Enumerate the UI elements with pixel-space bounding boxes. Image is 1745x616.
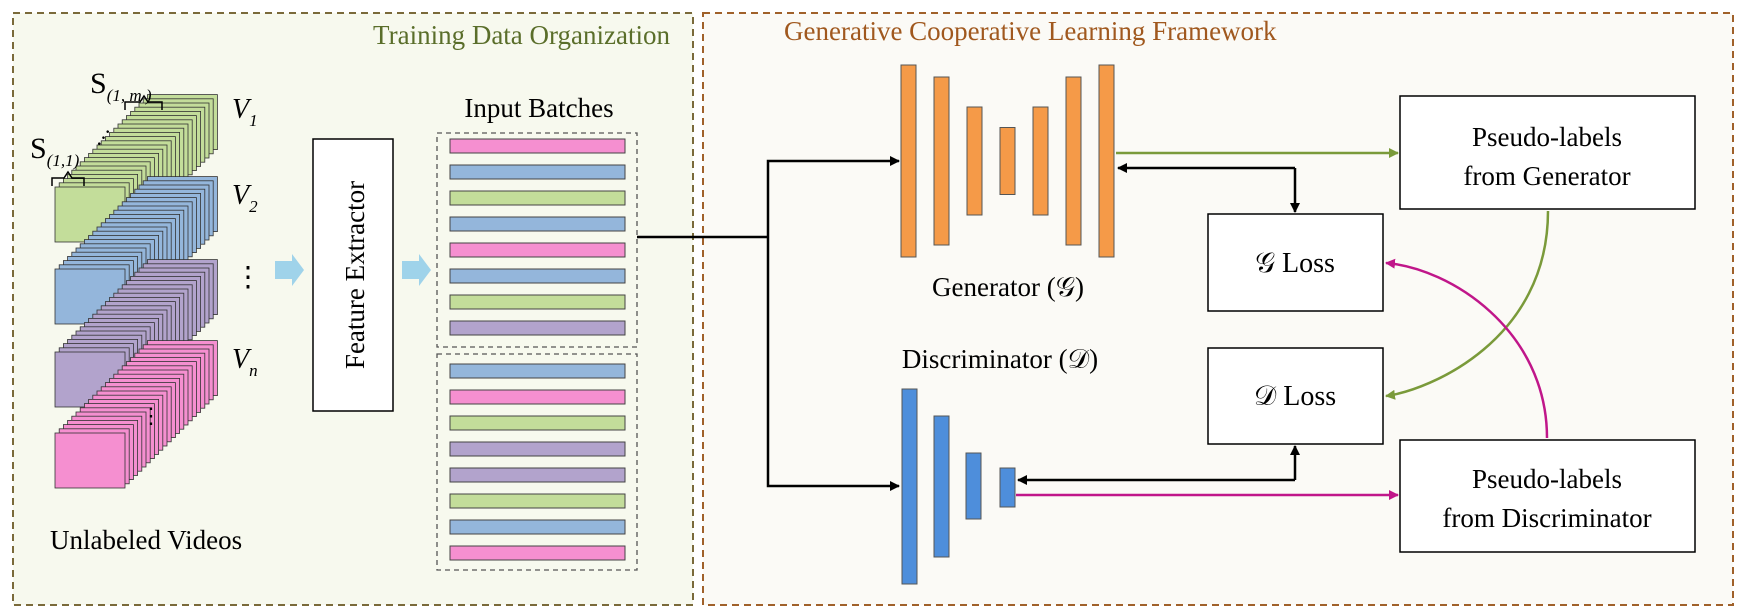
batch-box-1 xyxy=(436,132,638,348)
batch-feature-bar xyxy=(449,441,626,457)
batch-feature-bar xyxy=(449,519,626,535)
video-stack-vn xyxy=(54,340,218,489)
arrow-extractor-to-batches xyxy=(402,254,431,286)
batch-feature-bar xyxy=(449,190,626,206)
pseudo-generator-box xyxy=(1399,95,1696,210)
batch-bars xyxy=(449,138,626,561)
video-label-v1: V1 xyxy=(232,94,258,130)
generator-network xyxy=(900,64,1115,258)
discriminator-layer xyxy=(901,388,918,585)
batch-feature-bar xyxy=(449,216,626,232)
connector-to-generator xyxy=(766,156,900,237)
connector-to-discriminator xyxy=(766,237,900,491)
generator-layer xyxy=(933,76,950,246)
batch-feature-bar xyxy=(449,415,626,431)
curve-gen-pseudo-to-dloss xyxy=(1385,210,1550,400)
video-stacks xyxy=(54,94,218,489)
discriminator-layer xyxy=(965,452,982,520)
segment-brace-first xyxy=(51,170,85,186)
video-vdots: ⋮ xyxy=(234,262,262,293)
training-section-title: Training Data Organization xyxy=(373,20,670,50)
feature-extractor-label: Feature Extractor xyxy=(340,181,370,369)
arrow-videos-to-extractor xyxy=(275,254,304,286)
batch-feature-bar xyxy=(449,268,626,284)
discriminator-layer xyxy=(933,415,950,558)
generator-layer xyxy=(966,106,983,216)
segment-label-first: S(1,1) xyxy=(30,132,80,170)
batch-feature-bar xyxy=(449,320,626,336)
batch-feature-bar xyxy=(449,294,626,310)
batch-feature-bar xyxy=(449,493,626,509)
pseudo-discriminator-box xyxy=(1399,439,1696,553)
video-vdots-inner: ⋮ xyxy=(140,403,162,428)
batch-feature-bar xyxy=(449,467,626,483)
discriminator-network xyxy=(901,388,1016,585)
videos-caption: Unlabeled Videos xyxy=(50,525,242,555)
batch-feature-bar xyxy=(449,242,626,258)
pseudo-generator-line1: Pseudo-labels xyxy=(1472,122,1622,152)
video-stack-v2 xyxy=(54,176,218,325)
d-loss-label: 𝒟 Loss xyxy=(1254,381,1336,412)
pseudo-discriminator-line1: Pseudo-labels xyxy=(1472,464,1622,494)
generator-layer xyxy=(900,64,917,258)
discriminator-label: Discriminator (𝒟) xyxy=(902,344,1098,374)
video-stack-vn-1 xyxy=(54,259,218,408)
batch-feature-bar xyxy=(449,164,626,180)
generator-layer xyxy=(1032,106,1049,216)
batch-feature-bar xyxy=(449,389,626,405)
g-loss-label: 𝒢 Loss xyxy=(1255,248,1335,279)
video-label-vn: Vn xyxy=(232,344,258,380)
curve-disc-pseudo-to-gloss xyxy=(1385,258,1549,439)
feature-extractor-box xyxy=(312,138,394,412)
pseudo-discriminator-line2: from Discriminator xyxy=(1442,503,1651,533)
d-loss-box xyxy=(1207,347,1384,445)
batch-box-2 xyxy=(436,353,638,571)
batches-title: Input Batches xyxy=(464,93,613,123)
batch-feature-bar xyxy=(449,545,626,561)
segment-brace-last xyxy=(124,94,163,110)
pseudo-generator-line2: from Generator xyxy=(1463,161,1630,191)
generator-layer xyxy=(1065,76,1082,246)
framework-section-title: Generative Cooperative Learning Framewor… xyxy=(784,16,1277,46)
video-stack-v1 xyxy=(54,94,218,243)
video-frame xyxy=(54,432,126,489)
video-label-v2: V2 xyxy=(232,180,258,216)
generator-layer xyxy=(999,127,1016,195)
batch-feature-bar xyxy=(449,363,626,379)
discriminator-layer xyxy=(999,467,1016,508)
generator-layer xyxy=(1098,64,1115,258)
g-loss-box xyxy=(1207,213,1384,312)
segment-label-last: S(1, m ) xyxy=(90,67,152,105)
batch-feature-bar xyxy=(449,138,626,154)
generator-label: Generator (𝒢) xyxy=(932,272,1084,302)
